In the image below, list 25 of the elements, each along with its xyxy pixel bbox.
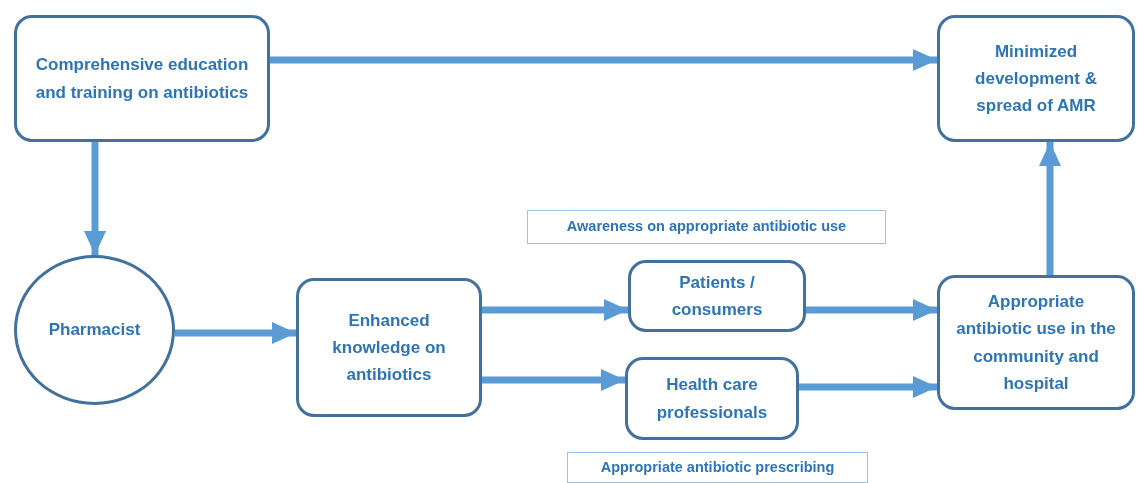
process-box: [14, 15, 270, 142]
arrow: [84, 142, 106, 255]
node-label: Appropriate antibiotic prescribing: [600, 457, 835, 477]
arrow: [1039, 142, 1061, 275]
note-box: [527, 210, 886, 244]
process-box: [937, 15, 1135, 142]
process-box: [296, 278, 482, 417]
process-box: [937, 275, 1135, 410]
node-label: Comprehensive education and training on antibiotics: [34, 54, 250, 104]
process-box: [625, 357, 799, 440]
node-label: Minimized development & spread of AMR: [974, 40, 1098, 118]
node-label: Enhanced knowledge on antibiotics: [331, 309, 447, 387]
arrow: [806, 299, 937, 321]
arrow: [482, 299, 628, 321]
node-label: Patients / consumers: [670, 271, 764, 321]
node-label: Pharmacist: [48, 319, 141, 342]
node-label: Appropriate antibiotic use in the community and hospital: [955, 291, 1117, 395]
process-box: [628, 260, 806, 332]
note-box: [567, 452, 868, 483]
node-label: Health care professionals: [655, 374, 769, 424]
arrow: [799, 376, 937, 398]
arrow: [175, 322, 296, 344]
node-label: Awareness on appropriate antibiotic use: [566, 217, 847, 237]
arrow: [482, 369, 625, 391]
arrow: [270, 49, 937, 71]
